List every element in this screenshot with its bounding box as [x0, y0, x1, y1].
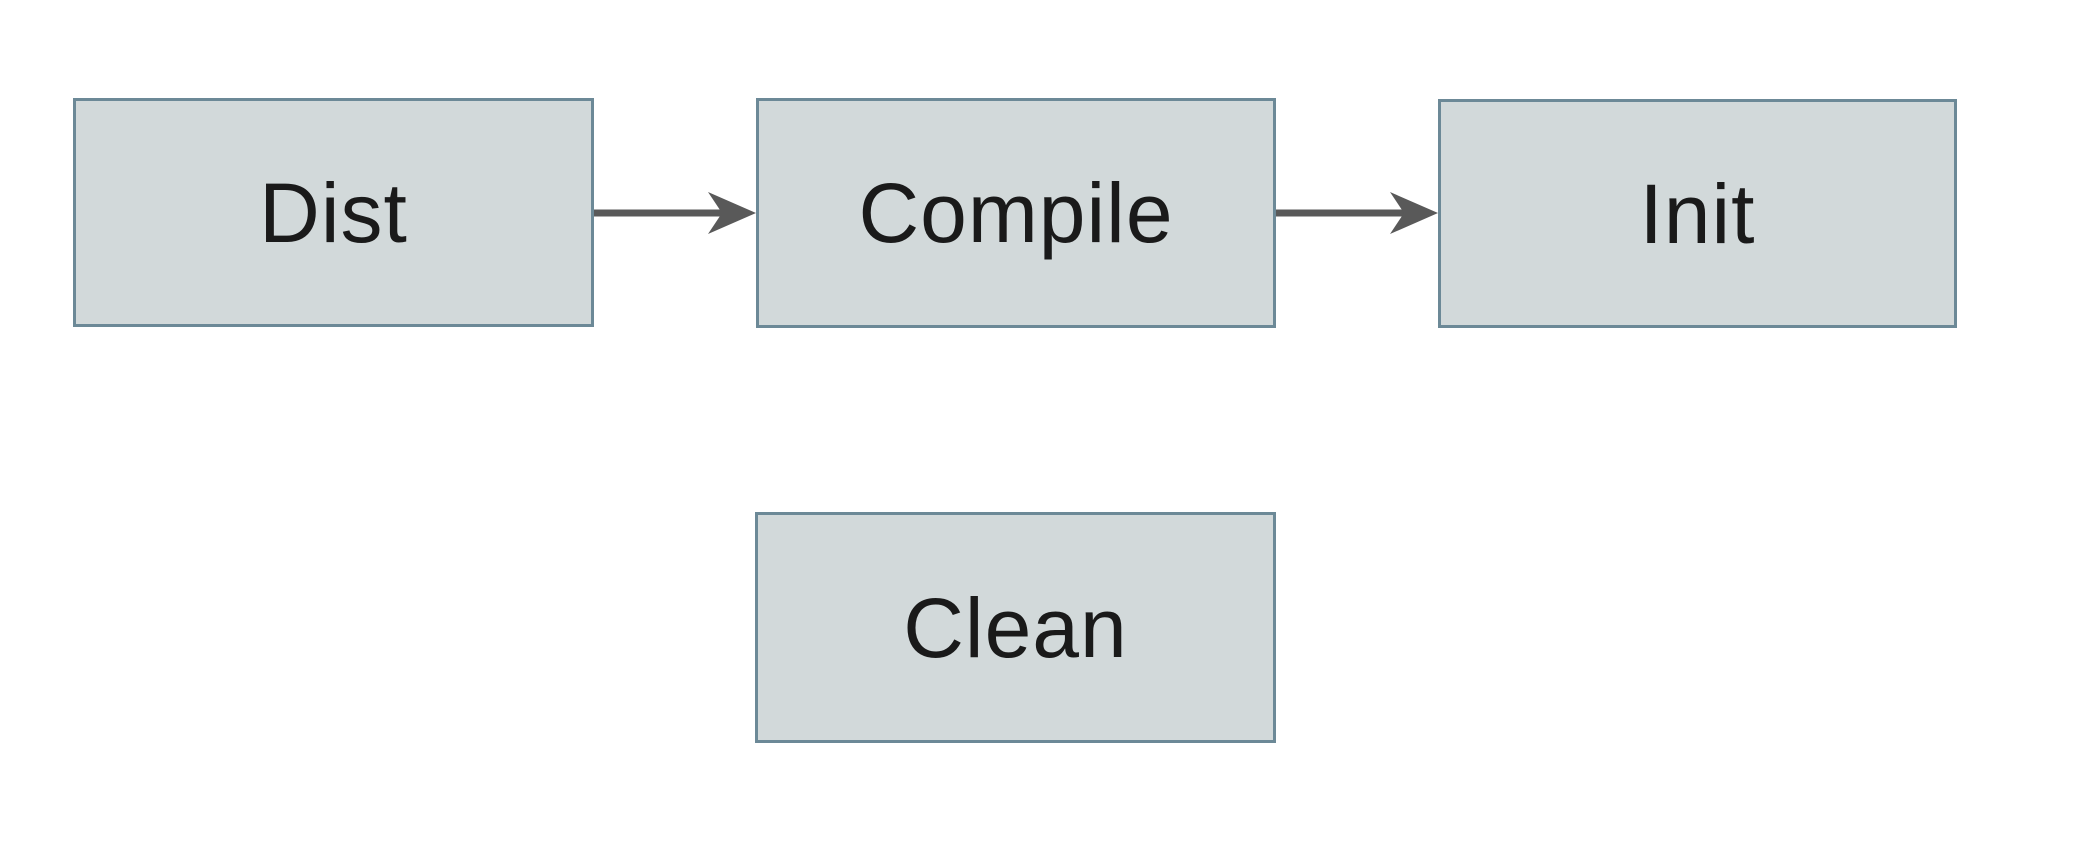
- node-init-label: Init: [1639, 166, 1756, 261]
- arrow-dist-to-compile[interactable]: [594, 192, 756, 234]
- arrow-compile-to-init[interactable]: [1276, 192, 1438, 234]
- node-compile-label: Compile: [858, 166, 1174, 260]
- node-dist[interactable]: Dist: [73, 98, 594, 327]
- node-clean[interactable]: Clean: [755, 512, 1276, 743]
- node-clean-label: Clean: [903, 580, 1128, 675]
- node-dist-label: Dist: [259, 165, 408, 260]
- node-init[interactable]: Init: [1438, 99, 1957, 328]
- node-compile[interactable]: Compile: [756, 98, 1276, 328]
